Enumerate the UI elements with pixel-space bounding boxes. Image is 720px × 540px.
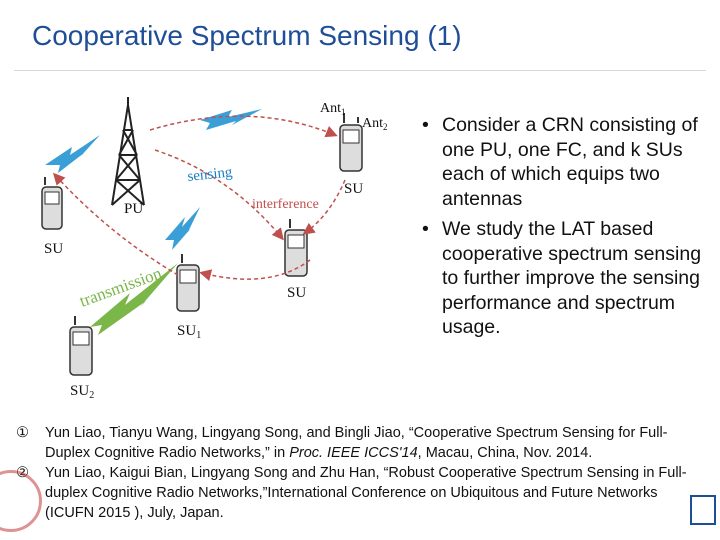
reference-text: Yun Liao, Tianyu Wang, Lingyang Song, an… [45,425,668,461]
wireless-link-icon [45,135,100,173]
bullet-marker: • [422,218,429,240]
su-label: SU [344,181,363,197]
pu-label: PU [124,201,143,217]
corner-logo-icon [690,495,716,525]
su-phone-icon [41,177,63,230]
antenna-1-label: Ant1 [320,101,346,117]
reference-text: Yun Liao, Kaigui Bian, Lingyang Song and… [45,465,687,521]
antenna-2-label: Ant2 [362,116,388,132]
bullet-list: • Consider a CRN consisting of one PU, on… [418,113,713,346]
reference-item: ② Yun Liao, Kaigui Bian, Lingyang Song a… [14,463,706,523]
title-divider [14,70,706,71]
su-phone-icon [176,254,200,312]
bullet-text: We study the LAT based cooperative spect… [442,218,702,338]
reference-number: ① [16,425,29,441]
su-phone-icon [339,113,363,172]
pu-tower-icon [111,97,145,206]
interference-arrow [199,259,311,282]
interference-arrow [52,172,179,276]
transmission-link-icon [90,263,178,335]
su-phone-icon [284,219,308,277]
network-diagram: Ant1 Ant2 sensing interference transmiss… [41,97,388,401]
bullet-item: • Consider a CRN consisting of one PU, on… [418,113,713,211]
sensing-arrow [149,115,338,138]
wireless-link-icon [165,207,200,250]
bullet-text: Consider a CRN consisting of one PU, one… [442,114,698,210]
bullet-item: • We study the LAT based cooperative spec… [418,217,713,340]
interference-arrow [302,179,346,235]
reference-item: ① Yun Liao, Tianyu Wang, Lingyang Song, … [14,423,706,463]
wireless-link-icon [200,109,262,130]
su1-label: SU1 [177,323,201,341]
sensing-label: sensing [187,164,234,185]
interference-label: interference [252,197,319,212]
reference-text-end: , Macau, China, Nov. 2014. [417,445,593,461]
sensing-arrow [154,149,284,241]
reference-list: ① Yun Liao, Tianyu Wang, Lingyang Song, … [14,423,706,523]
bullet-marker: • [422,114,429,136]
slide-title: Cooperative Spectrum Sensing (1) [32,20,462,51]
su-label: SU [287,285,306,301]
su2-label: SU2 [70,383,94,401]
reference-venue: Proc. IEEE ICCS'14 [289,445,418,461]
su-phone-icon [69,316,93,376]
su-label: SU [44,241,63,257]
